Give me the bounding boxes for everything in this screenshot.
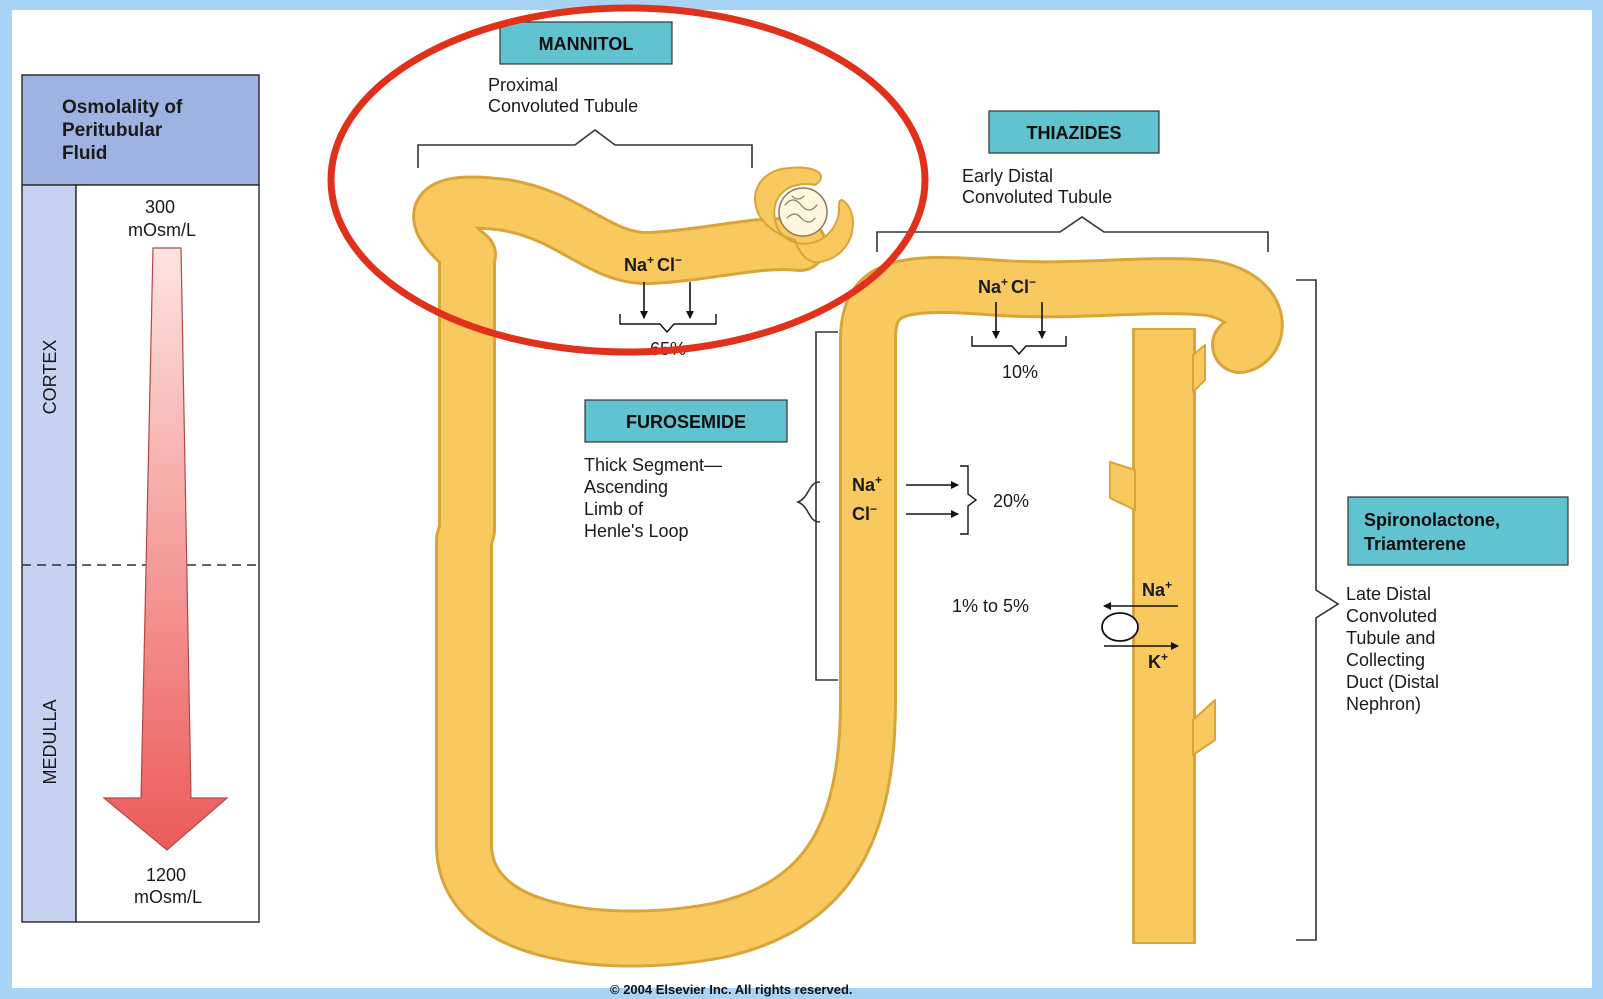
osmolality-scale: Osmolality of Peritubular Fluid CORTEX M… <box>22 75 259 922</box>
copyright-text: © 2004 Elsevier Inc. All rights reserved… <box>610 982 853 997</box>
osmolality-bottom-value: 1200 <box>146 865 186 885</box>
collecting-duct <box>1135 330 1193 942</box>
osmolality-top-unit: mOsm/L <box>128 220 196 240</box>
mannitol-label: MANNITOL <box>539 34 634 54</box>
glomerulus <box>779 188 827 236</box>
na-k-pump <box>1102 613 1138 641</box>
scale-side-band <box>22 185 76 922</box>
furosemide-label: FUROSEMIDE <box>626 412 746 432</box>
cortex-label: CORTEX <box>40 340 60 415</box>
osmolality-bottom-unit: mOsm/L <box>134 887 202 907</box>
early-distal-percent: 10% <box>1002 362 1038 382</box>
thick-limb-percent: 20% <box>993 491 1029 511</box>
thiazides-label: THIAZIDES <box>1026 123 1121 143</box>
medulla-label: MEDULLA <box>40 699 60 784</box>
osmolality-top-value: 300 <box>145 197 175 217</box>
spironolactone-box <box>1348 497 1568 565</box>
late-distal-percent: 1% to 5% <box>952 596 1029 616</box>
